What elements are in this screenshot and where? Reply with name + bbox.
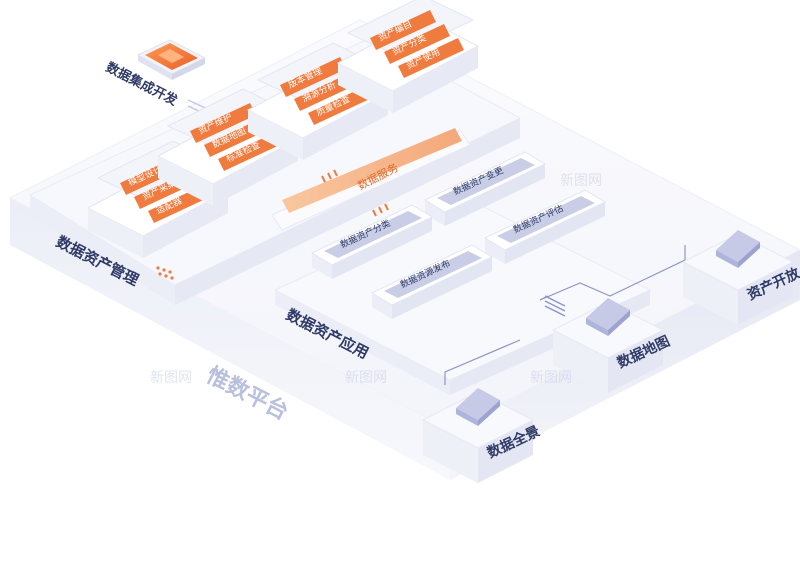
output-cube: 数据地图 xyxy=(551,298,672,393)
application-card: 数据资产分类 xyxy=(310,204,434,279)
service-band xyxy=(271,128,471,231)
service-marks xyxy=(321,169,389,217)
output-cube: 数据全景 xyxy=(421,388,542,483)
application-slab xyxy=(273,199,652,395)
chip-icon xyxy=(136,39,207,80)
connector-ticks xyxy=(544,295,566,317)
watermarks: 新图网 新图网 新图网 新图网 xyxy=(150,173,602,386)
svg-text:新图网: 新图网 xyxy=(345,370,387,386)
management-stacks: 模型设计资产采集适配器资产维护数据地图标准检查版本管理溯源分析质量检查资产编目资… xyxy=(86,0,480,258)
svg-text:新图网: 新图网 xyxy=(530,370,572,386)
svg-text:新图网: 新图网 xyxy=(150,370,192,386)
svg-text:新图网: 新图网 xyxy=(560,173,602,189)
output-cube: 资产开放 xyxy=(681,230,800,325)
management-dots xyxy=(156,266,174,280)
